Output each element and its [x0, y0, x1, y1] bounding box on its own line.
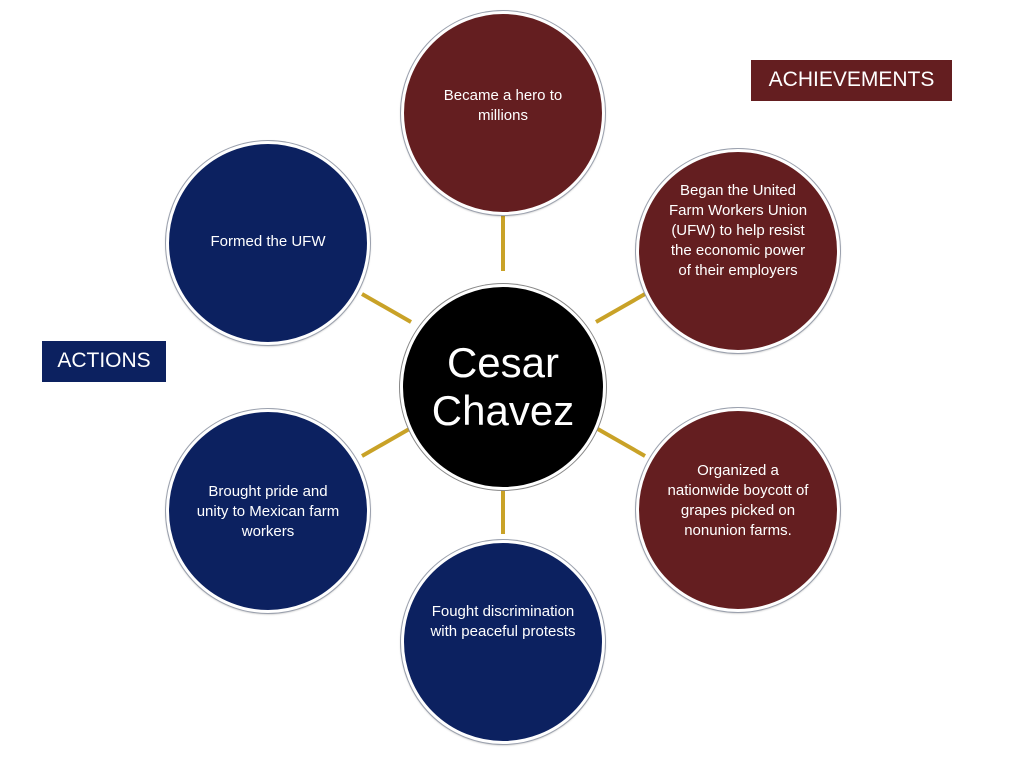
node-ufw-union-text: Began the United Farm Workers Union (UFW… — [668, 182, 808, 279]
center-node: Cesar Chavez — [400, 284, 606, 490]
connector-bottom-right — [595, 426, 646, 458]
node-hero-text: Became a hero to millions — [443, 87, 563, 124]
node-hero: Became a hero to millions — [401, 11, 605, 215]
node-boycott-text: Organized a nationwide boycott of grapes… — [667, 462, 809, 539]
node-fought-text: Fought discrimination with peaceful prot… — [430, 603, 576, 640]
node-pride: Brought pride and unity to Mexican farm … — [166, 409, 370, 613]
connector-top-left — [361, 292, 412, 324]
node-pride-text: Brought pride and unity to Mexican farm … — [196, 483, 340, 540]
node-ufw-union: Began the United Farm Workers Union (UFW… — [636, 149, 840, 353]
center-title-line1: Cesar — [446, 339, 560, 386]
connector-bottom-left — [361, 426, 412, 458]
node-formed-text: Formed the UFW — [210, 233, 326, 250]
node-fought: Fought discrimination with peaceful prot… — [401, 540, 605, 744]
achievements-label: ACHIEVEMENTS — [751, 60, 952, 101]
center-title-line2: Chavez — [431, 387, 575, 434]
connector-top-right — [595, 292, 646, 324]
node-boycott: Organized a nationwide boycott of grapes… — [636, 408, 840, 612]
center-title: Cesar Chavez — [432, 339, 574, 435]
node-formed: Formed the UFW — [166, 141, 370, 345]
actions-label: ACTIONS — [42, 341, 166, 382]
